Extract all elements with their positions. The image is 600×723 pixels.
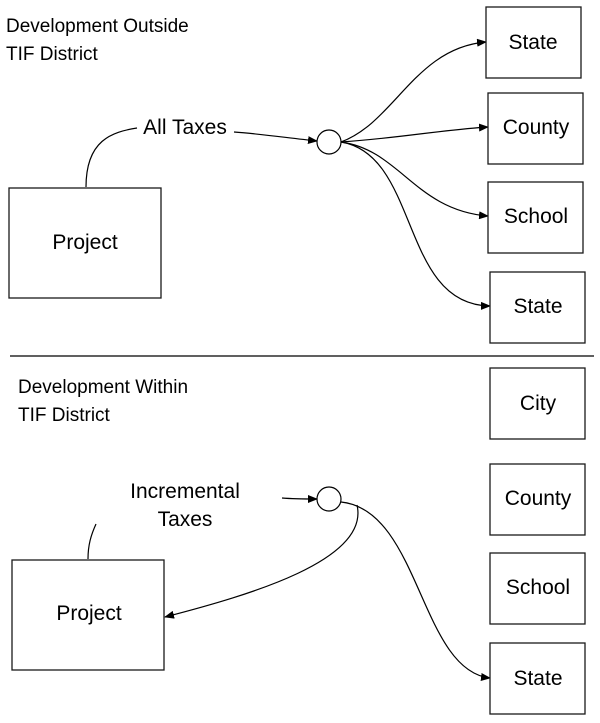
bottom-recipient-label: County	[505, 487, 572, 510]
top-recipient-school: School	[487, 181, 584, 254]
bottom-flow-label-line1: Incremental	[130, 480, 240, 503]
top-project-node: Project	[8, 187, 162, 299]
top-edge-label-junction	[233, 131, 318, 145]
top-recipient-label: State	[508, 31, 557, 54]
top-edge-to-school	[340, 141, 489, 220]
top-edge-to-county	[340, 123, 489, 143]
bottom-recipient-city: City	[489, 367, 586, 440]
top-recipient-county: County	[487, 92, 584, 165]
bottom-edge-to-project	[164, 504, 359, 619]
top-project-label: Project	[52, 231, 118, 254]
top-recipient-state-2: State	[489, 271, 586, 344]
bottom-recipient-label: City	[520, 392, 557, 415]
bottom-recipient-label: School	[506, 576, 570, 599]
top-edge-to-state	[340, 38, 487, 143]
bottom-title-line2: TIF District	[18, 405, 111, 426]
top-recipient-label: County	[503, 116, 570, 139]
top-title-line1: Development Outside	[6, 16, 189, 37]
top-recipient-label: State	[513, 295, 562, 318]
bottom-title-line1: Development Within	[18, 377, 188, 398]
bottom-recipient-state: State	[489, 642, 586, 715]
bottom-flow-label-line2: Taxes	[158, 508, 213, 531]
top-edge-to-state-2	[340, 141, 491, 310]
bottom-project-node: Project	[11, 559, 165, 671]
bottom-recipient-county: County	[489, 463, 586, 536]
top-flow-label: All Taxes	[143, 116, 227, 139]
bottom-recipient-school: School	[489, 552, 586, 625]
bottom-project-label: Project	[56, 602, 122, 625]
bottom-edge-stub	[87, 523, 97, 560]
top-recipient-state: State	[485, 6, 582, 79]
bottom-recipient-label: State	[513, 667, 562, 690]
top-edge-project-label	[85, 127, 138, 188]
top-recipient-label: School	[504, 205, 568, 228]
top-junction-node	[316, 129, 342, 155]
bottom-edge-label-junction	[281, 494, 318, 503]
bottom-junction-node	[316, 486, 342, 512]
bottom-edge-to-state	[340, 501, 491, 681]
top-title-line2: TIF District	[6, 44, 99, 65]
